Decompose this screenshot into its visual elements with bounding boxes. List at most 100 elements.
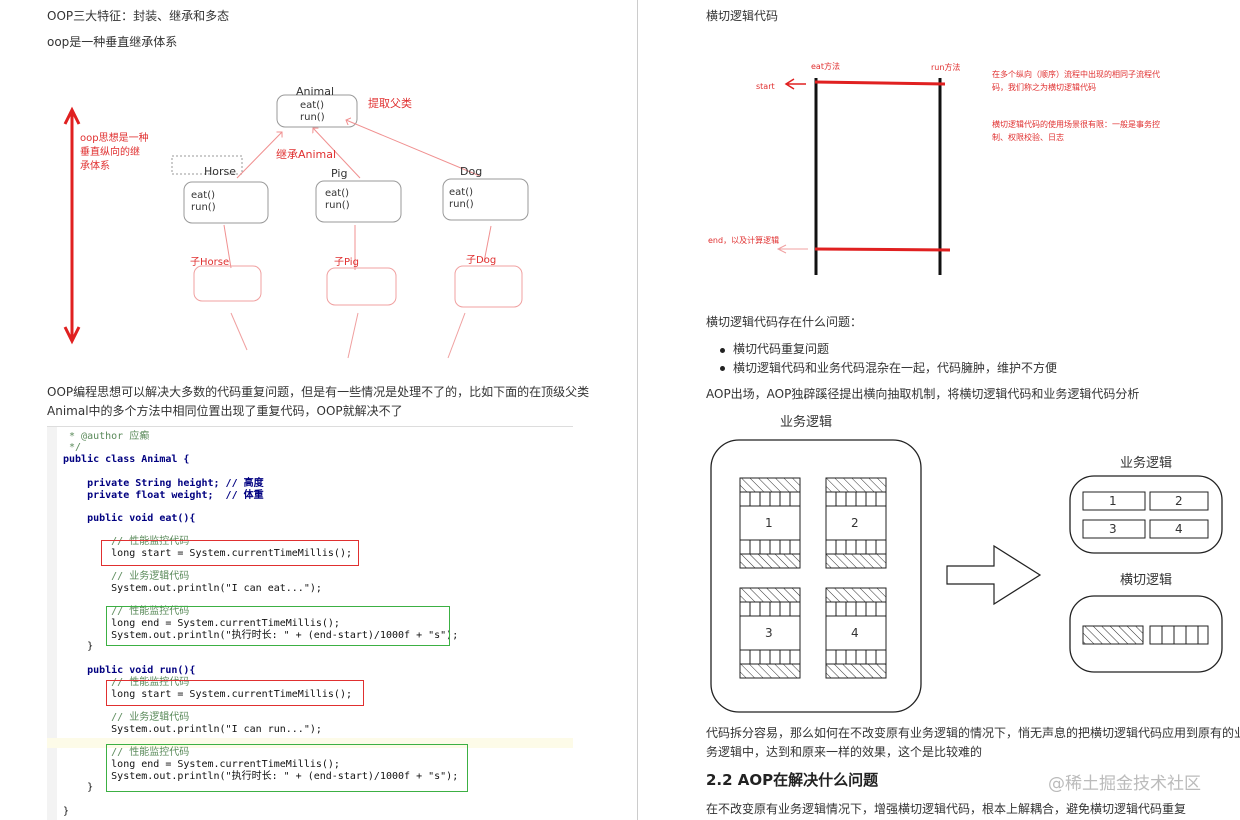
pig-methods: eat()run() (325, 188, 350, 212)
code-block: * @author 应癫 */public class Animal { pri… (47, 426, 573, 820)
method: eat() (300, 100, 325, 111)
watermark: @稀土掘金技术社区 (1048, 774, 1201, 794)
paragraph-oop-limit-1: OOP编程思想可以解决大多数的代码重复问题，但是有一些情况是处理不了的，比如下面… (47, 385, 590, 399)
code-line: private float weight; // 体重 (63, 490, 264, 501)
cell-label: 1 (765, 516, 773, 530)
code-line: // 性能监控代码 (63, 536, 190, 547)
paragraph-last: 在不改变原有业务逻辑情况下，增强横切逻辑代码，根本上解耦合，避免横切逻辑代码重复 (706, 802, 1187, 816)
cell-label: 3 (765, 626, 773, 640)
heading-cross-cutting: 横切逻辑代码 (706, 9, 779, 23)
cross-cutting-box (1069, 595, 1223, 673)
cell-label: 1 (1109, 494, 1117, 508)
cell-label: 2 (1175, 494, 1183, 508)
code-line: private String height; // 高度 (63, 478, 264, 489)
method: run() (191, 202, 216, 213)
business-block (739, 587, 801, 679)
bullet-item: 横切代码重复问题 (733, 342, 830, 356)
horse-methods: eat()run() (191, 190, 216, 214)
code-line: long end = System.currentTimeMillis(); (63, 759, 340, 770)
animal-box (276, 94, 358, 128)
cell-label: 4 (1175, 522, 1183, 536)
code-line: // 业务逻辑代码 (63, 571, 190, 582)
code-line: long end = System.currentTimeMillis(); (63, 618, 340, 629)
question-text: 横切逻辑代码存在什么问题： (706, 315, 863, 329)
animal-label: Animal (296, 85, 335, 98)
dog-label: Dog (460, 165, 483, 178)
code-line: System.out.println("执行时长: " + (end-start… (63, 630, 459, 641)
start-timer-box-run (106, 680, 364, 706)
method: eat() (191, 190, 216, 201)
grid-cell (1149, 625, 1209, 645)
note-line: oop思想是一种 (80, 133, 149, 144)
method: eat() (449, 187, 474, 198)
code-line: // 性能监控代码 (63, 677, 190, 688)
code-line: public void run(){ (63, 665, 196, 676)
method: run() (449, 199, 474, 210)
method: run() (300, 112, 325, 123)
code-line: // 性能监控代码 (63, 606, 190, 617)
paragraph-split-1: 代码拆分容易，那么如何在不改变原有业务逻辑的情况下，悄无声息的把横切逻辑代码应用… (706, 726, 1240, 740)
eat-method-label: eat方法 (811, 62, 840, 71)
code-line: */ (63, 442, 82, 453)
cross-cutting-title: 横切逻辑 (1120, 573, 1173, 588)
sub-dog-label: 子Dog (466, 255, 497, 266)
paragraph-oop-vertical: oop是一种垂直继承体系 (47, 35, 178, 49)
cell-label: 3 (1109, 522, 1117, 536)
animal-methods: eat()run() (300, 100, 325, 124)
end-label: end，以及计算逻辑 (708, 236, 780, 245)
code-line: System.out.println("I can run..."); (63, 724, 322, 735)
separated-business-title: 业务逻辑 (1120, 456, 1173, 471)
horse-box (183, 181, 269, 224)
code-line: } (63, 806, 70, 817)
bullet-icon (720, 366, 725, 371)
code-line: // 业务逻辑代码 (63, 712, 190, 723)
sub-pig-label: 子Pig (334, 257, 359, 268)
business-block (825, 587, 887, 679)
aop-intro: AOP出场，AOP独辟蹊径提出横向抽取机制，将横切逻辑代码和业务逻辑代码分析 (706, 387, 1140, 401)
bullet-icon (720, 348, 725, 353)
inherit-label: 继承Animal (276, 148, 337, 161)
extract-parent-label: 提取父类 (368, 97, 412, 110)
dog-box (442, 178, 529, 221)
code-line: long start = System.currentTimeMillis(); (63, 689, 352, 700)
code-line: public void eat(){ (63, 513, 196, 524)
cell-label: 2 (851, 516, 859, 530)
sub-dog-box (454, 265, 523, 308)
pig-box (315, 180, 402, 223)
current-line-highlight (47, 738, 573, 748)
cell-label: 4 (851, 626, 859, 640)
method: eat() (325, 188, 350, 199)
note-line: 垂直纵向的继 (80, 147, 140, 158)
cross-note-2: 横切逻辑代码的使用场景很有限：一般是事务控制、权限校验、日志 (992, 118, 1160, 144)
horse-label: Horse (204, 165, 237, 178)
start-label: start (756, 82, 775, 91)
paragraph-oop-features: OOP三大特征：封装、继承和多态 (47, 9, 230, 23)
code-line: * @author 应癫 (63, 431, 150, 442)
business-logic-box (710, 439, 922, 713)
code-line: System.out.println("I can eat..."); (63, 583, 322, 594)
vertical-note: oop思想是一种 垂直纵向的继 承体系 (80, 132, 149, 174)
start-timer-box-eat (101, 540, 359, 566)
business-block (739, 477, 801, 569)
run-method-label: run方法 (931, 63, 961, 72)
sub-horse-label: 子Horse (190, 257, 230, 268)
end-timer-box-run (106, 744, 468, 792)
note-line: 承体系 (80, 161, 110, 172)
code-gutter (47, 427, 57, 820)
code-line: public class Animal { (63, 454, 190, 465)
paragraph-oop-limit-2: Animal中的多个方法中相同位置出现了重复代码，OOP就解决不了 (47, 404, 403, 418)
transform-arrow (946, 544, 1042, 606)
separated-business-box (1069, 475, 1223, 554)
dog-methods: eat()run() (449, 187, 474, 211)
pig-label: Pig (331, 167, 348, 180)
code-line: } (63, 641, 94, 652)
code-line: long start = System.currentTimeMillis(); (63, 548, 352, 559)
section-heading: 2.2 AOP在解决什么问题 (706, 771, 879, 789)
code-line: // 性能监控代码 (63, 747, 190, 758)
business-block (825, 477, 887, 569)
note-line: 横切逻辑代码的使用场景很有限：一般是事务控 (992, 120, 1160, 129)
method: run() (325, 200, 350, 211)
sub-horse-box (193, 265, 262, 302)
note-line: 制、权限校验、日志 (992, 133, 1064, 142)
